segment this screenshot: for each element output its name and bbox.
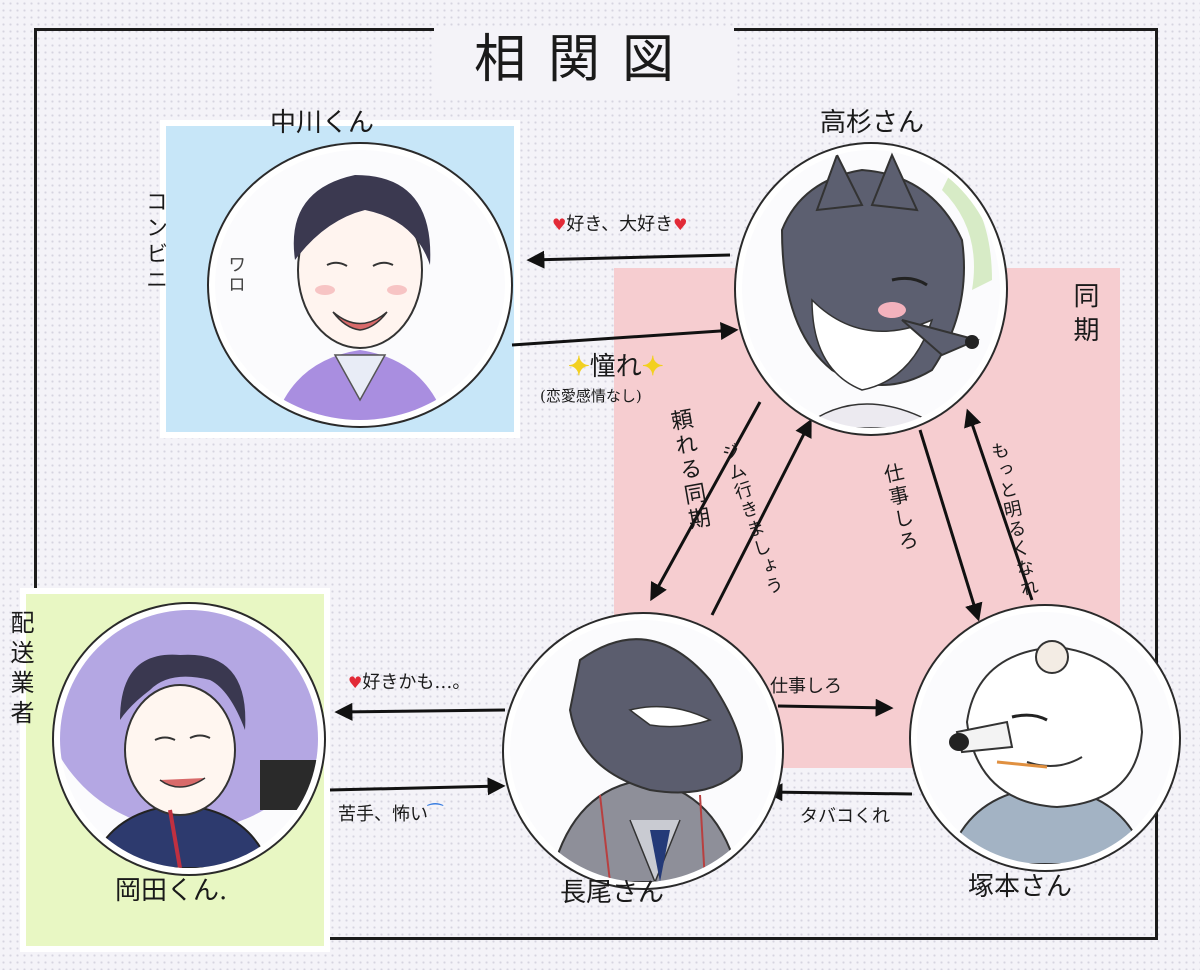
takasugi-portrait xyxy=(742,150,1000,428)
takasugi-name: 高杉さん xyxy=(820,108,925,138)
label-nagao-to-tsukamoto: 仕事しろ xyxy=(770,676,842,697)
label-nakagawa-to-takasugi-note: (恋愛感情なし) xyxy=(540,387,642,405)
nagao-name: 長尾さん xyxy=(560,878,665,908)
label-nakagawa-to-takasugi-text: 憧れ xyxy=(589,352,642,382)
heart-icon: ♥ xyxy=(673,215,688,234)
label-nakagawa-to-takasugi: ✦憧れ✦ xyxy=(568,352,664,382)
sparkle-icon: ✦ xyxy=(641,352,664,382)
label-okada-to-nagao-text: 苦手、怖い xyxy=(338,804,428,825)
sweat-icon: ⁀ xyxy=(428,804,443,825)
nagao-portrait xyxy=(510,620,776,882)
nakagawa-group-label: コンビニ xyxy=(142,190,167,294)
doki-group-label: 同期 xyxy=(1069,282,1099,350)
nakagawa-name: 中川くん xyxy=(270,108,375,138)
heart-icon: ♥ xyxy=(552,215,567,234)
nakagawa-illustration xyxy=(215,150,505,420)
tsukamoto-name: 塚本さん xyxy=(968,872,1073,902)
label-takasugi-to-nakagawa: ♥好き、大好き♥ xyxy=(552,214,687,236)
sparkle-icon: ✦ xyxy=(568,352,590,382)
tsukamoto-illustration xyxy=(917,612,1173,864)
label-nagao-to-okada-text: 好きかも…。 xyxy=(362,672,471,693)
label-nagao-to-okada: ♥好きかも…。 xyxy=(348,672,470,694)
label-okada-to-nagao: 苦手、怖い⁀ xyxy=(338,804,442,826)
title-backdrop xyxy=(434,28,734,98)
nakagawa-portrait xyxy=(215,150,505,420)
nagao-illustration xyxy=(510,620,776,882)
takasugi-illustration xyxy=(742,150,1000,428)
okada-illustration xyxy=(60,610,318,868)
label-takasugi-to-nakagawa-text: 好き、大好き xyxy=(566,214,674,235)
okada-name: 岡田くん. xyxy=(115,876,228,906)
nakagawa-sound-effect: ワロ xyxy=(225,255,246,295)
heart-icon: ♥ xyxy=(348,673,363,692)
label-tsukamoto-to-nagao: タバコくれ xyxy=(800,806,890,827)
diagram-title: 相関図 xyxy=(473,30,696,90)
okada-portrait xyxy=(60,610,318,868)
tsukamoto-portrait xyxy=(917,612,1173,864)
okada-group-label: 配送業者 xyxy=(6,610,34,730)
